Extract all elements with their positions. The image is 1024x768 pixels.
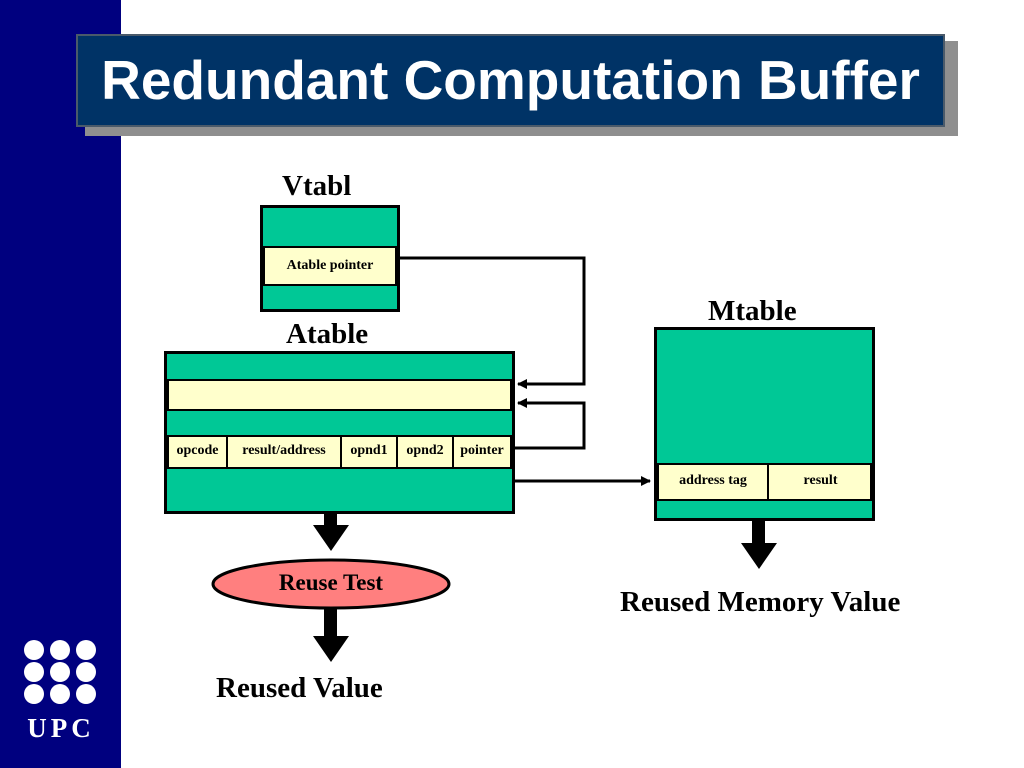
vtable-row: Atable pointer: [263, 246, 397, 286]
logo-dot: [76, 662, 96, 682]
logo-dot: [24, 640, 44, 660]
reuse-test-down-arrow: [313, 606, 349, 662]
mtable-box: address tag result: [654, 327, 875, 521]
atable-box: opcode result/address opnd1 opnd2 pointe…: [164, 351, 515, 514]
logo-dot: [50, 662, 70, 682]
atable-highlighted-row: [167, 379, 512, 411]
logo-dot: [76, 640, 96, 660]
logo-dot: [24, 662, 44, 682]
logo-dot: [50, 684, 70, 704]
atable-field-pointer: pointer: [460, 443, 504, 458]
vtable-box: Atable pointer: [260, 205, 400, 312]
reuse-test-label: Reuse Test: [278, 570, 384, 595]
atable-field-result-address: result/address: [228, 437, 342, 467]
logo-dot: [24, 684, 44, 704]
atable-pointer-connector: [512, 398, 586, 450]
vtable-row-text: Atable pointer: [286, 258, 374, 273]
logo-dot: [50, 640, 70, 660]
atable-field-opnd2: opnd2: [398, 437, 454, 467]
logo-dot: [76, 684, 96, 704]
mtable-field-address-tag: address tag: [659, 465, 769, 499]
mtable-label: Mtable: [708, 295, 797, 327]
title-banner: Redundant Computation Buffer: [76, 34, 945, 127]
mtable-field-row: address tag result: [657, 463, 872, 501]
logo-text: UPC: [27, 713, 95, 743]
reused-memory-value-label: Reused Memory Value: [620, 586, 901, 618]
slide-title: Redundant Computation Buffer: [101, 49, 920, 111]
mtable-field-result: result: [803, 473, 838, 488]
atable-field-row: opcode result/address opnd1 opnd2 pointe…: [167, 435, 512, 469]
reused-value-label: Reused Value: [216, 672, 383, 704]
atable-label: Atable: [286, 318, 369, 350]
atable-field-opnd1: opnd1: [342, 437, 398, 467]
vtable-label-line1: Vtabl: [282, 170, 352, 202]
atable-field-opcode: opcode: [169, 437, 228, 467]
